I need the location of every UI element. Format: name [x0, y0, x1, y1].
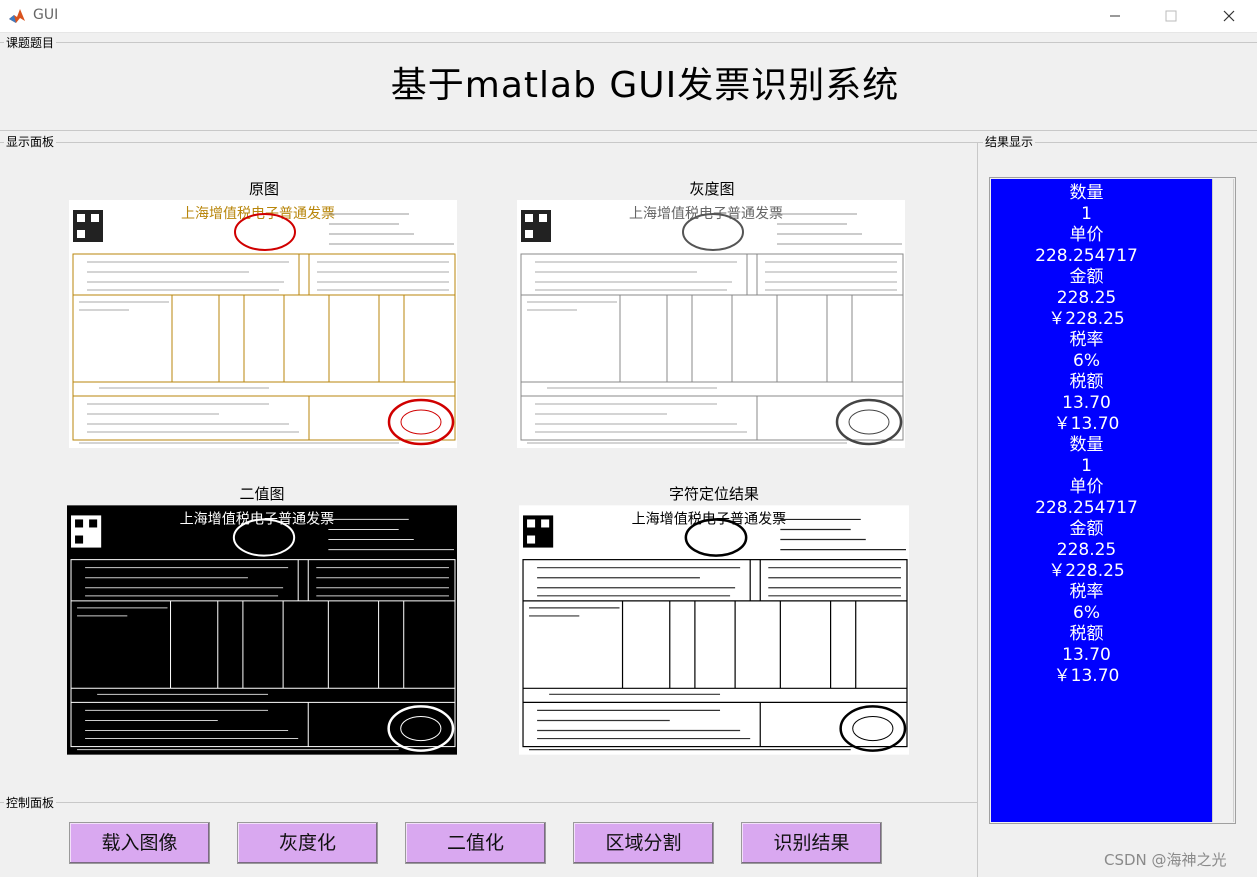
csdn-watermark: CSDN @海神之光 — [1104, 851, 1227, 869]
result-list-item[interactable]: 税额 — [1069, 372, 1104, 392]
matlab-logo-icon — [8, 7, 26, 25]
result-list-item[interactable]: 税额 — [1069, 624, 1104, 644]
result-list-item[interactable]: 单价 — [1069, 225, 1104, 245]
result-list-item[interactable]: ￥228.25 — [1048, 561, 1125, 581]
result-list-item[interactable]: 单价 — [1069, 477, 1104, 497]
grayscale-button[interactable]: 灰度化 — [237, 822, 378, 864]
result-list-item[interactable]: 228.25 — [1056, 288, 1117, 308]
binarize-button[interactable]: 二值化 — [405, 822, 546, 864]
display-panel-border — [0, 142, 978, 143]
control-panel-border — [0, 802, 977, 803]
original-invoice-image: 上海增值税电子普通发票 — [69, 200, 457, 448]
close-button[interactable] — [1206, 0, 1252, 32]
control-panel-label: 控制面板 — [4, 796, 57, 810]
result-list-item[interactable]: ￥228.25 — [1048, 309, 1125, 329]
result-scrollbar[interactable] — [1212, 179, 1234, 822]
maximize-icon — [1165, 10, 1177, 22]
result-list-item[interactable]: ￥13.70 — [1053, 414, 1120, 434]
result-list-item[interactable]: 6% — [1073, 351, 1100, 371]
topic-panel-bottom — [0, 130, 1257, 131]
segment-button[interactable]: 区域分割 — [573, 822, 714, 864]
result-list-item[interactable]: 228.254717 — [1035, 246, 1138, 266]
result-list-item[interactable]: 金额 — [1069, 267, 1104, 287]
result-list-item[interactable]: 13.70 — [1062, 393, 1111, 413]
result-list-item[interactable]: 6% — [1073, 603, 1100, 623]
result-list-item[interactable]: 1 — [1081, 456, 1092, 476]
gray-image-title: 灰度图 — [689, 180, 735, 198]
result-list-item[interactable]: 数量 — [1069, 435, 1104, 455]
result-list-item[interactable]: 税率 — [1069, 582, 1104, 602]
gray-invoice-image: 上海增值税电子普通发票 — [517, 200, 905, 448]
result-list-item[interactable]: 228.25 — [1056, 540, 1117, 560]
minimize-button[interactable] — [1092, 0, 1138, 32]
load-image-button[interactable]: 载入图像 — [69, 822, 210, 864]
result-panel-border — [978, 142, 1257, 143]
result-panel-label: 结果显示 — [983, 135, 1036, 149]
window-title: GUI — [33, 7, 59, 23]
char-locate-image-title: 字符定位结果 — [668, 485, 759, 503]
topic-panel-border — [0, 42, 1257, 43]
result-list-item[interactable]: 13.70 — [1062, 645, 1111, 665]
topic-panel-label: 课题题目 — [4, 36, 57, 50]
result-list-item[interactable]: ￥13.70 — [1053, 666, 1120, 686]
recognize-result-button[interactable]: 识别结果 — [741, 822, 882, 864]
result-list-item[interactable]: 金额 — [1069, 519, 1104, 539]
result-list-item[interactable]: 数量 — [1069, 183, 1104, 203]
window-titlebar: GUI — [0, 0, 1257, 33]
result-list-item[interactable]: 228.254717 — [1035, 498, 1138, 518]
result-listbox-frame — [989, 177, 1236, 824]
minimize-icon — [1110, 15, 1120, 17]
display-panel-label: 显示面板 — [4, 135, 57, 149]
page-title: 基于matlab GUI发票识别系统 — [390, 65, 900, 106]
display-panel-right-border — [977, 142, 978, 877]
result-list-item[interactable]: 税率 — [1069, 330, 1104, 350]
result-list-item[interactable]: 1 — [1081, 204, 1092, 224]
original-image-title: 原图 — [248, 180, 279, 198]
close-icon — [1223, 10, 1235, 22]
binary-invoice-image: 上海增值税电子普通发票 — [67, 505, 457, 755]
binary-image-title: 二值图 — [239, 485, 285, 503]
maximize-button[interactable] — [1148, 0, 1194, 32]
char-locate-invoice-image: 上海增值税电子普通发票 — [519, 505, 909, 755]
